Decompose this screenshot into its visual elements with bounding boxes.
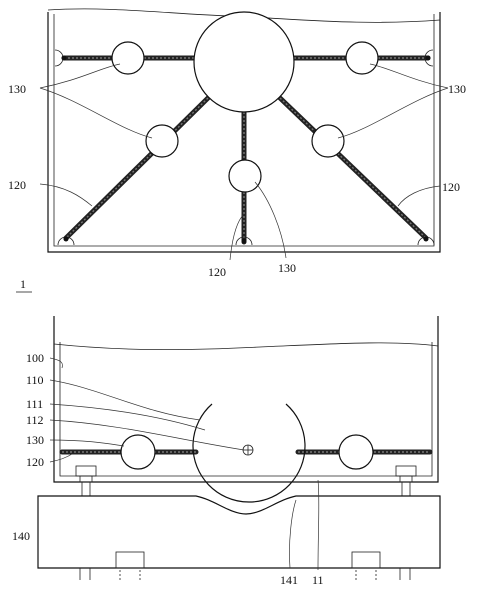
- base-block: [37, 495, 441, 580]
- top-ball-right: [345, 41, 379, 75]
- side-container-inner: [59, 342, 433, 477]
- base-slot-right: [351, 551, 381, 569]
- label-130-side: 130: [26, 433, 44, 447]
- label-140: 140: [12, 529, 30, 543]
- label-110: 110: [26, 373, 44, 387]
- side-ball-left: [120, 434, 156, 470]
- top-view: 130 130 120 120 120 130: [8, 8, 466, 279]
- top-container-outer: [47, 12, 441, 253]
- top-ball-lower-right: [311, 124, 345, 158]
- label-111: 111: [26, 397, 43, 411]
- bolt-left: [75, 465, 97, 496]
- anchor-bottom-center: [235, 236, 253, 246]
- label-112: 112: [26, 413, 44, 427]
- label-120-bottom: 120: [208, 265, 226, 279]
- top-central-body: [193, 11, 295, 113]
- label-120-left: 120: [8, 178, 26, 192]
- top-ball-lower-left: [145, 124, 179, 158]
- base-slot-left: [115, 551, 145, 569]
- anchor-top-right: [424, 49, 434, 67]
- label-100: 100: [26, 351, 44, 365]
- label-120-right: 120: [442, 180, 460, 194]
- bolt-right: [395, 465, 417, 496]
- side-ball-right: [338, 434, 374, 470]
- top-container-inner: [53, 14, 435, 247]
- label-130-right: 130: [448, 82, 466, 96]
- top-leaders: [39, 63, 449, 261]
- side-main-sphere: [192, 403, 306, 503]
- top-ball-center: [228, 159, 262, 193]
- figure-reference: 1: [20, 277, 26, 291]
- label-130-left: 130: [8, 82, 26, 96]
- side-view: 100 110 111 112 130 120 140 141 11: [12, 316, 441, 587]
- side-break-line: [53, 342, 439, 351]
- label-120-side: 120: [26, 455, 44, 469]
- label-11: 11: [312, 573, 324, 587]
- top-anchors: [54, 49, 435, 246]
- side-container-outer: [53, 316, 439, 483]
- label-130-bottom: 130: [278, 261, 296, 275]
- top-ball-left: [111, 41, 145, 75]
- side-leaders: [49, 357, 320, 571]
- label-141: 141: [280, 573, 298, 587]
